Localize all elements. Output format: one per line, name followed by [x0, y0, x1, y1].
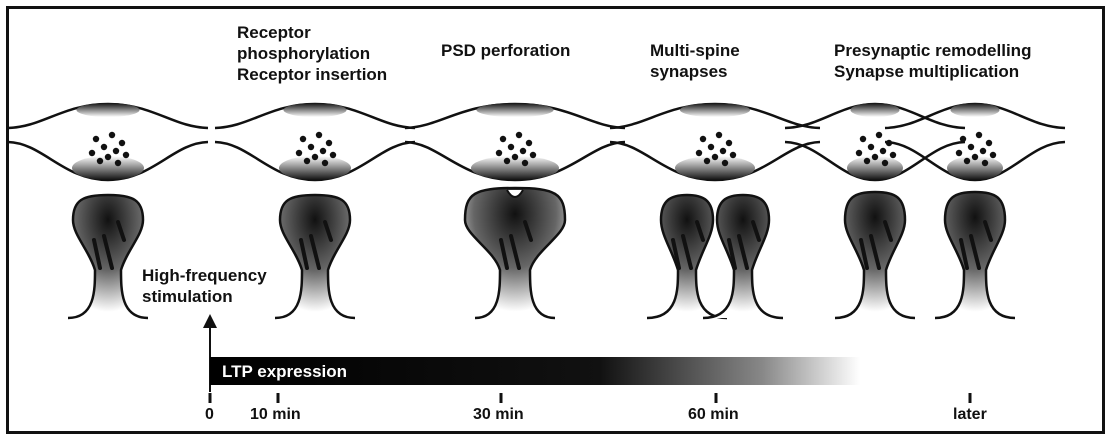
caption-line: phosphorylation: [237, 43, 387, 64]
tick-label-60min: 60 min: [688, 406, 739, 424]
caption-stage-5: Presynaptic remodelling Synapse multipli…: [834, 40, 1031, 82]
caption-line: Synapse multiplication: [834, 61, 1031, 82]
stimulation-label: High-frequency stimulation: [142, 265, 267, 307]
caption-stage-2: Receptor phosphorylation Receptor insert…: [237, 22, 387, 85]
synapse-stage-4: [610, 103, 820, 318]
caption-line: synapses: [650, 61, 740, 82]
caption-line: PSD perforation: [441, 40, 570, 61]
stimulation-label-line: stimulation: [142, 286, 267, 307]
synapse-stage-3: [405, 103, 625, 318]
caption-line: Receptor insertion: [237, 64, 387, 85]
stimulation-label-line: High-frequency: [142, 265, 267, 286]
caption-line: Multi-spine: [650, 40, 740, 61]
tick-label-10min: 10 min: [250, 406, 301, 424]
tick-label-0: 0: [205, 406, 214, 424]
time-axis-ticks: [210, 393, 970, 403]
caption-stage-4: Multi-spine synapses: [650, 40, 740, 82]
caption-line: Receptor: [237, 22, 387, 43]
caption-line: Presynaptic remodelling: [834, 40, 1031, 61]
tick-label-30min: 30 min: [473, 406, 524, 424]
caption-stage-3: PSD perforation: [441, 40, 570, 61]
ltp-expression-label: LTP expression: [222, 362, 347, 382]
synapse-stage-5: [785, 103, 1065, 318]
tick-label-later: later: [953, 406, 987, 424]
